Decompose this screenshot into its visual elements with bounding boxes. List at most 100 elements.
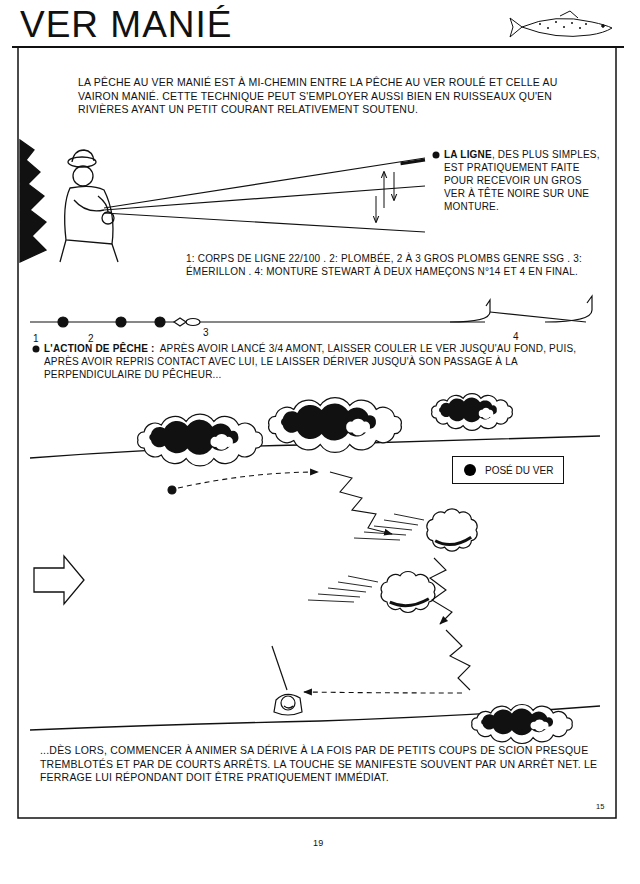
bullet-dot (33, 346, 40, 353)
angler-figure (74, 200, 104, 211)
heading-text: LA LIGNE (444, 149, 492, 160)
bush (138, 394, 573, 744)
fishing-rod (104, 158, 425, 208)
angler-figure (73, 166, 93, 186)
current-arrow (34, 556, 84, 604)
rock (338, 582, 372, 587)
page-frame (12, 47, 624, 818)
motion-arrow (394, 172, 395, 200)
motion-arrow (376, 196, 377, 222)
rock (348, 576, 378, 582)
fishing-rod (104, 160, 425, 209)
rock (384, 520, 418, 525)
trout-icon (522, 18, 612, 36)
motion-arrow (384, 172, 385, 208)
line-rig (30, 321, 174, 322)
angler-figure (281, 696, 295, 710)
bush (439, 398, 497, 423)
trout-icon (585, 23, 587, 25)
label-text: LA PÊCHE AU VER MANIÉ EST À MI-CHEMIN EN… (78, 76, 557, 115)
rock (308, 600, 354, 602)
trout-icon (510, 18, 522, 37)
label-text: 2 (88, 333, 94, 344)
page-title: VER MANIÉ (20, 4, 233, 46)
fishing-rod (104, 158, 425, 232)
line-rig (450, 300, 490, 322)
angler-figure (72, 150, 94, 162)
label-text: 19 (313, 838, 323, 848)
line-rig (186, 319, 200, 326)
motion-arrow (376, 172, 394, 222)
angler-figure (272, 646, 287, 690)
callout-number: 3 (203, 326, 209, 339)
bush (479, 408, 493, 419)
drift-path (168, 472, 470, 693)
line-rig (155, 317, 165, 327)
trout-icon (539, 21, 587, 29)
step-text: L'ACTION DE PÊCHE :APRÈS AVOIR LANCÉ 3/4… (44, 342, 604, 381)
rock (435, 537, 471, 544)
trout-icon (602, 25, 605, 28)
angler-figure (60, 240, 118, 262)
legend-box: POSÉ DU VER (452, 456, 564, 484)
drift-path (330, 472, 392, 534)
rock (354, 538, 400, 540)
line-rig (200, 321, 485, 322)
label-text: 1: CORPS DE LIGNE 22/100 . 2: PLOMBÉE, 2… (186, 253, 582, 277)
drift-path (168, 486, 176, 494)
part-list: 1: CORPS DE LIGNE 22/100 . 2: PLOMBÉE, 2… (186, 252, 591, 278)
rock (318, 594, 360, 597)
fishing-rod (104, 186, 425, 210)
angler-figure (20, 140, 46, 262)
bush (281, 403, 376, 440)
drift-path (304, 692, 462, 693)
trout-icon (571, 22, 573, 24)
trout-icon (563, 26, 565, 28)
line-rig (30, 296, 592, 327)
angler-figure (284, 706, 293, 708)
rock (328, 588, 366, 592)
callout-number: 1 (33, 332, 39, 345)
bush (481, 709, 553, 736)
angler-figure (274, 694, 302, 715)
bush (210, 434, 232, 450)
trout-icon (555, 21, 557, 23)
bush (138, 414, 263, 466)
bush (530, 719, 548, 731)
heading-text: L'ACTION DE PÊCHE : (44, 343, 155, 354)
bush (432, 394, 513, 431)
line-rig (545, 296, 592, 322)
label-text: ...DÈS LORS, COMMENCER À ANIMER SA DÉRIV… (40, 744, 597, 783)
rock (381, 572, 435, 613)
bullet-dot (433, 152, 440, 159)
legend-swatch (463, 463, 477, 477)
drift-path (178, 472, 318, 488)
trout-icon (510, 11, 612, 37)
trout-icon (547, 27, 549, 29)
trout-icon (579, 27, 581, 29)
bush (346, 419, 370, 436)
line-rig (116, 317, 126, 327)
intro-text: LA PÊCHE AU VER MANIÉ EST À MI-CHEMIN EN… (78, 76, 568, 117)
drift-path (446, 630, 470, 690)
page-number: 19 (313, 838, 323, 850)
rock (427, 509, 477, 551)
body-text: ...DÈS LORS, COMMENCER À ANIMER SA DÉRIV… (40, 744, 605, 785)
note-text: LA LIGNE, DES PLUS SIMPLES, EST PRATIQUE… (444, 148, 604, 213)
rock (308, 509, 477, 613)
bush (269, 398, 402, 453)
angler-figure (272, 646, 302, 715)
trout-icon (560, 11, 578, 18)
bush (149, 420, 238, 455)
page-number: 15 (596, 802, 605, 812)
current-arrow (34, 556, 84, 604)
page-frame (18, 47, 616, 818)
fishing-rod (104, 213, 425, 232)
rock (390, 599, 429, 606)
rock (374, 526, 412, 530)
line-rig (174, 318, 186, 326)
label-text: 15 (596, 802, 605, 811)
angler-figure (65, 186, 113, 244)
rock (394, 514, 424, 520)
